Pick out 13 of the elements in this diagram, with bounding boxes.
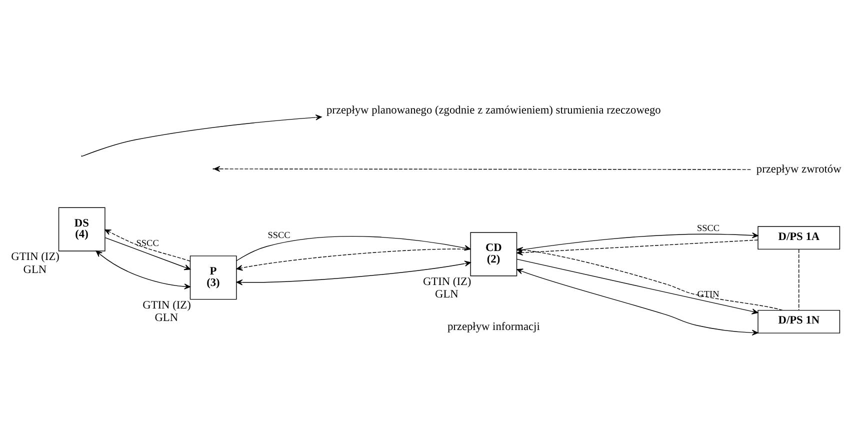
node-label: GLN (23, 263, 47, 276)
edge-label: SSCC (136, 237, 159, 248)
node-label: GLN (154, 312, 178, 324)
legend-label: przepływ zwrotów (756, 162, 842, 175)
node-label: GLN (435, 288, 458, 300)
legend-label: przepływ planowanego (zgodnie z zamówieniem) strumienia rzeczowego (326, 104, 661, 116)
edge-label: GTIN (697, 288, 720, 299)
node-label: GTIN (IZ) (11, 250, 60, 263)
label: przepływ informacji (447, 320, 540, 333)
edge-label: SSCC (268, 230, 290, 240)
node-label: GTIN (IZ) (142, 298, 191, 311)
node-label: GTIN (IZ) (422, 275, 472, 288)
edge-label: SSCC (696, 222, 720, 233)
